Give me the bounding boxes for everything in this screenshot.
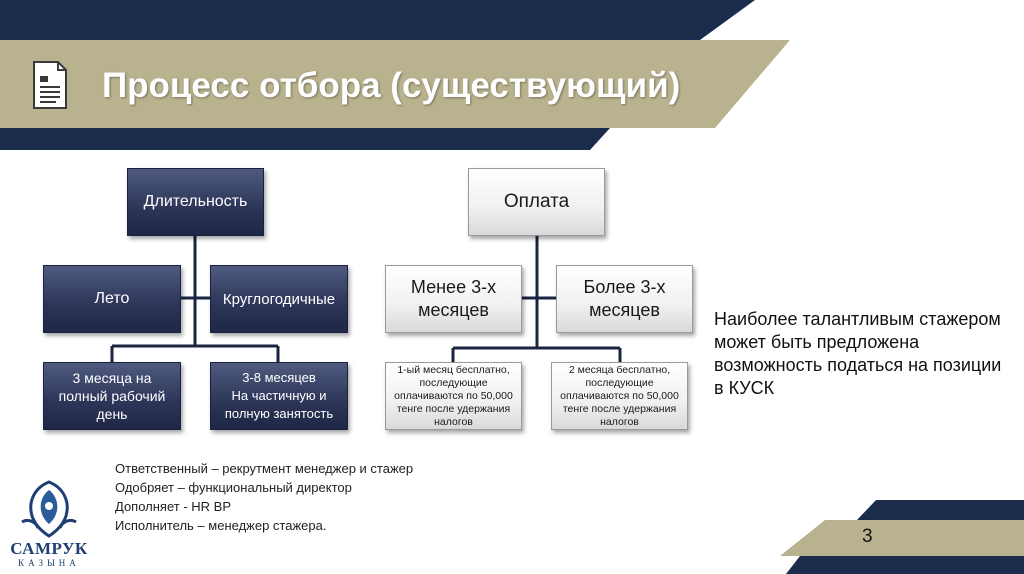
summer-node: Лето (43, 265, 181, 333)
year-round-detail-node: 3-8 месяцев На частичную и полную занято… (210, 362, 348, 430)
page-number: 3 (862, 526, 873, 547)
executor-line: Исполнитель – менеджер стажера. (115, 518, 327, 533)
logo-name: САМРУК (10, 539, 88, 558)
slide-title: Процесс отбора (существующий) (102, 66, 681, 105)
more-than-3-months-node: Более 3-х месяцев (556, 265, 693, 333)
document-icon (33, 61, 67, 109)
supplements-line: Дополняет - HR BP (115, 499, 232, 514)
samruk-logo: САМРУК КАЗЫНА (6, 478, 92, 570)
less-than-3-months-node: Менее 3-х месяцев (385, 265, 522, 333)
header-banner (0, 0, 790, 150)
more-detail-node: 2 месяца бесплатно, последующие оплачива… (551, 362, 688, 430)
summer-detail-node: 3 месяца на полный рабочий день (43, 362, 181, 430)
less-detail-node: 1-ый месяц бесплатно, последующие оплачи… (385, 362, 522, 430)
footer-banner (780, 500, 1024, 574)
logo-subname: КАЗЫНА (18, 558, 80, 568)
responsible-line: Ответственный – рекрутмент менеджер и ст… (115, 461, 414, 476)
talent-note: Наиболее талантливым стажером может быть… (714, 309, 1002, 398)
samruk-logo-icon (21, 480, 77, 538)
responsibilities-list: Ответственный – рекрутмент менеджер и ст… (115, 459, 413, 535)
year-round-node: Круглогодичные (210, 265, 348, 333)
approves-line: Одобряет – функциональный директор (115, 480, 352, 495)
payment-node: Оплата (468, 168, 605, 236)
duration-node: Длительность (127, 168, 264, 236)
